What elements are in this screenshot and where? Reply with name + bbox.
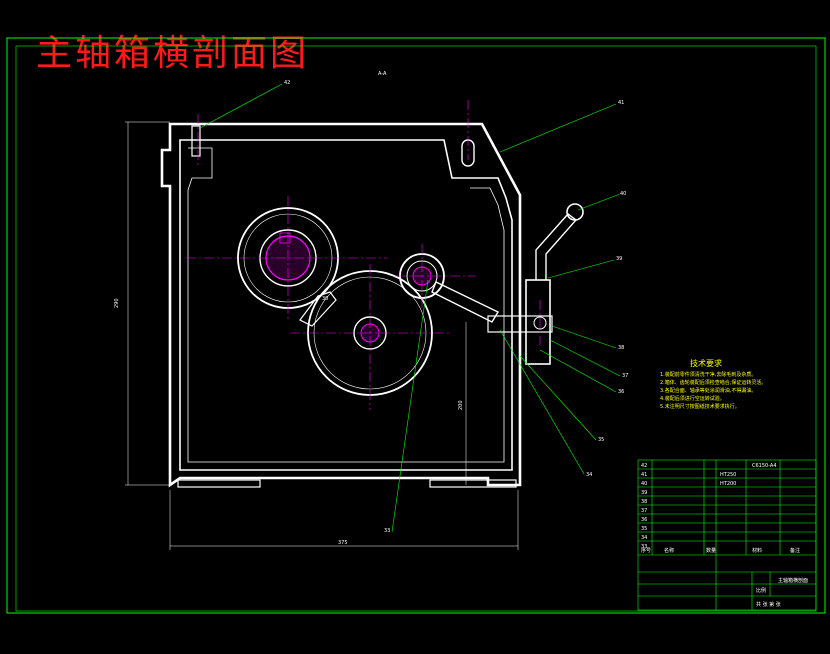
dim-width: 375 [338, 540, 348, 546]
row-42: 42 [641, 463, 647, 469]
housing-outer [160, 122, 522, 488]
tech-note-2: 2.箱体、齿轮装配后须检查啮合,保证运转灵活。 [660, 379, 766, 386]
header-name: 名称 [664, 547, 674, 554]
row-37: 37 [641, 508, 647, 514]
dim-inner: 200 [458, 400, 464, 410]
tech-note-1: 1.装配前零件须清洗干净,去除毛刺及杂质。 [660, 371, 756, 378]
dim-height: 290 [114, 298, 120, 308]
part-callouts: 42 41 40 39 38 37 36 35 34 33 30 [284, 80, 628, 534]
row-40: 40 [641, 481, 647, 487]
tech-notes: 技术要求 1.装配前零件须清洗干净,去除毛刺及杂质。 2.箱体、齿轮装配后须检查… [660, 358, 766, 410]
callout-36: 36 [618, 389, 624, 395]
shift-arm [431, 281, 499, 323]
callout-37: 37 [622, 373, 628, 379]
housing-inner-2 [187, 147, 505, 463]
header-note: 备注 [790, 547, 800, 554]
row-38: 38 [641, 499, 647, 505]
section-label: A-A [378, 71, 387, 77]
sheet-label: 共 张 第 张 [756, 601, 781, 608]
centerlines [186, 100, 541, 410]
tech-note-5: 5.未注明尺寸按图纸技术要求执行。 [660, 403, 740, 410]
row-36: 36 [641, 517, 647, 523]
handle-assembly [487, 203, 584, 365]
callout-33: 33 [384, 528, 390, 534]
dimension-lines [125, 121, 519, 550]
base-foot-left [177, 479, 261, 488]
row-34: 34 [641, 535, 647, 541]
callout-41: 41 [618, 100, 624, 106]
header-material: 材料 [752, 547, 762, 554]
bolt-left [191, 125, 201, 157]
shift-fork [299, 291, 337, 327]
material-1: HT250 [720, 472, 736, 478]
inner-frame [15, 45, 817, 612]
callout-35: 35 [598, 437, 604, 443]
tech-note-3: 3.各配合面、轴承等处涂润滑油,不得漏油。 [660, 387, 756, 394]
title-block [637, 459, 817, 611]
row-33: 33 [641, 544, 647, 550]
tech-notes-title: 技术要求 [690, 358, 722, 368]
callout-38: 38 [618, 345, 624, 351]
leader-lines [199, 83, 621, 533]
callout-39: 39 [616, 256, 622, 262]
row-39: 39 [641, 490, 647, 496]
callout-42: 42 [284, 80, 290, 86]
drawing-code: C6150-A4 [752, 463, 777, 469]
header-qty: 数量 [706, 547, 716, 554]
material-2: HT200 [720, 481, 736, 487]
scale-label: 比例 [756, 587, 766, 594]
header-index: 序号 [641, 547, 651, 554]
housing-inner [179, 139, 513, 471]
title-block-text: C6150-A4 HT250 HT200 42 41 40 39 38 37 3… [641, 463, 808, 608]
callout-34: 34 [586, 472, 592, 478]
tech-note-4: 4.装配后须进行空运转试验。 [660, 395, 725, 402]
row-41: 41 [641, 472, 647, 478]
drawing-title: 主轴箱横剖面图 [36, 33, 310, 74]
callout-30: 30 [322, 296, 328, 302]
row-35: 35 [641, 526, 647, 532]
callout-40: 40 [620, 191, 626, 197]
outer-frame [6, 37, 826, 614]
base-foot-right [429, 479, 517, 488]
part-name: 主轴箱横剖面 [778, 577, 808, 584]
